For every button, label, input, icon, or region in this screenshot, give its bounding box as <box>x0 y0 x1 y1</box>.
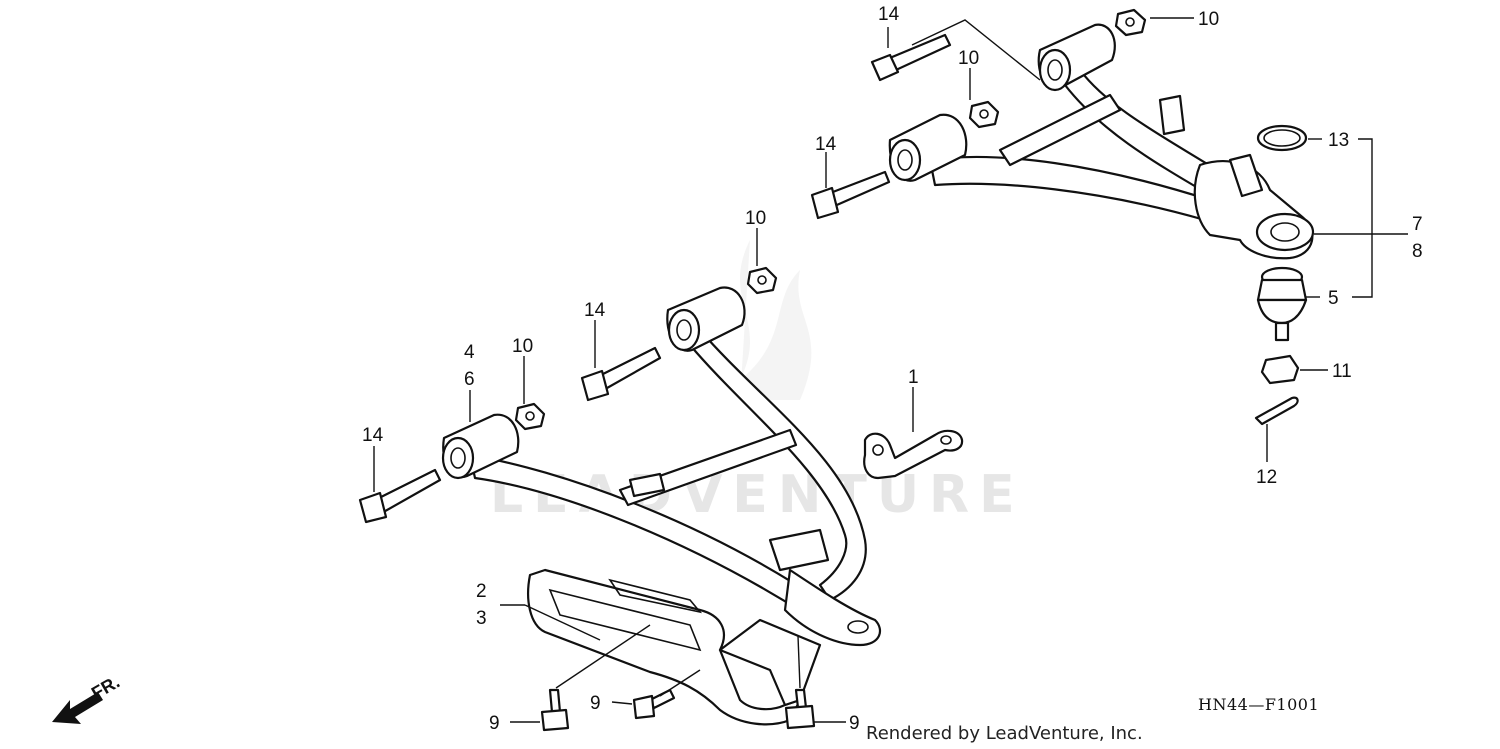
callout-11: 11 <box>1332 361 1352 382</box>
ball-joint[interactable] <box>1256 266 1308 342</box>
callout-14-upper-front: 14 <box>815 134 837 155</box>
bracket[interactable] <box>863 429 964 480</box>
front-direction-arrow-icon <box>52 692 103 724</box>
nut-4[interactable] <box>514 402 546 431</box>
callout-14-upper-rear: 14 <box>878 4 900 25</box>
callout-10-top: 10 <box>1198 9 1219 30</box>
screw-1[interactable] <box>540 688 570 732</box>
nut-1[interactable] <box>1114 8 1147 37</box>
bolt-upper-rear[interactable] <box>870 33 952 82</box>
arm-guard[interactable] <box>527 568 822 726</box>
callout-2: 2 <box>476 581 487 602</box>
bolt-upper-front[interactable] <box>810 170 891 220</box>
callout-1: 1 <box>908 367 919 388</box>
diagram-code: HN44—F1001 <box>1198 695 1319 714</box>
callout-9-right: 9 <box>849 713 860 734</box>
callout-7: 7 <box>1412 214 1423 235</box>
callout-14-lower-rear: 14 <box>584 300 606 321</box>
callout-14-lower-front: 14 <box>362 425 384 446</box>
watermark-flame-icon <box>740 240 812 400</box>
circlip[interactable] <box>1256 124 1308 152</box>
callout-4: 4 <box>464 342 475 363</box>
castle-nut[interactable] <box>1260 354 1300 385</box>
callout-10-lower-rear: 10 <box>745 208 766 229</box>
callout-13: 13 <box>1328 130 1349 151</box>
bolt-lower-rear[interactable] <box>580 346 662 402</box>
upper-arm[interactable] <box>888 23 1315 260</box>
leader-lines <box>373 17 1408 723</box>
callout-3: 3 <box>476 608 487 629</box>
callout-6: 6 <box>464 369 475 390</box>
nut-2[interactable] <box>968 100 1000 129</box>
callout-5: 5 <box>1328 288 1339 309</box>
cotter-pin[interactable] <box>1254 396 1299 426</box>
screw-2[interactable] <box>632 688 676 720</box>
callout-10-upper: 10 <box>958 48 979 69</box>
callout-9-middle: 9 <box>590 693 601 714</box>
callout-8: 8 <box>1412 241 1423 262</box>
screw-3[interactable] <box>784 688 816 730</box>
callout-9-left: 9 <box>489 713 500 734</box>
nut-3[interactable] <box>746 266 778 295</box>
callout-10-lower-front: 10 <box>512 336 533 357</box>
bolt-lower-front[interactable] <box>358 468 442 524</box>
lower-arm[interactable] <box>441 286 882 647</box>
rendered-by-credit: Rendered by LeadVenture, Inc. <box>866 723 1143 744</box>
callout-12: 12 <box>1256 467 1277 488</box>
